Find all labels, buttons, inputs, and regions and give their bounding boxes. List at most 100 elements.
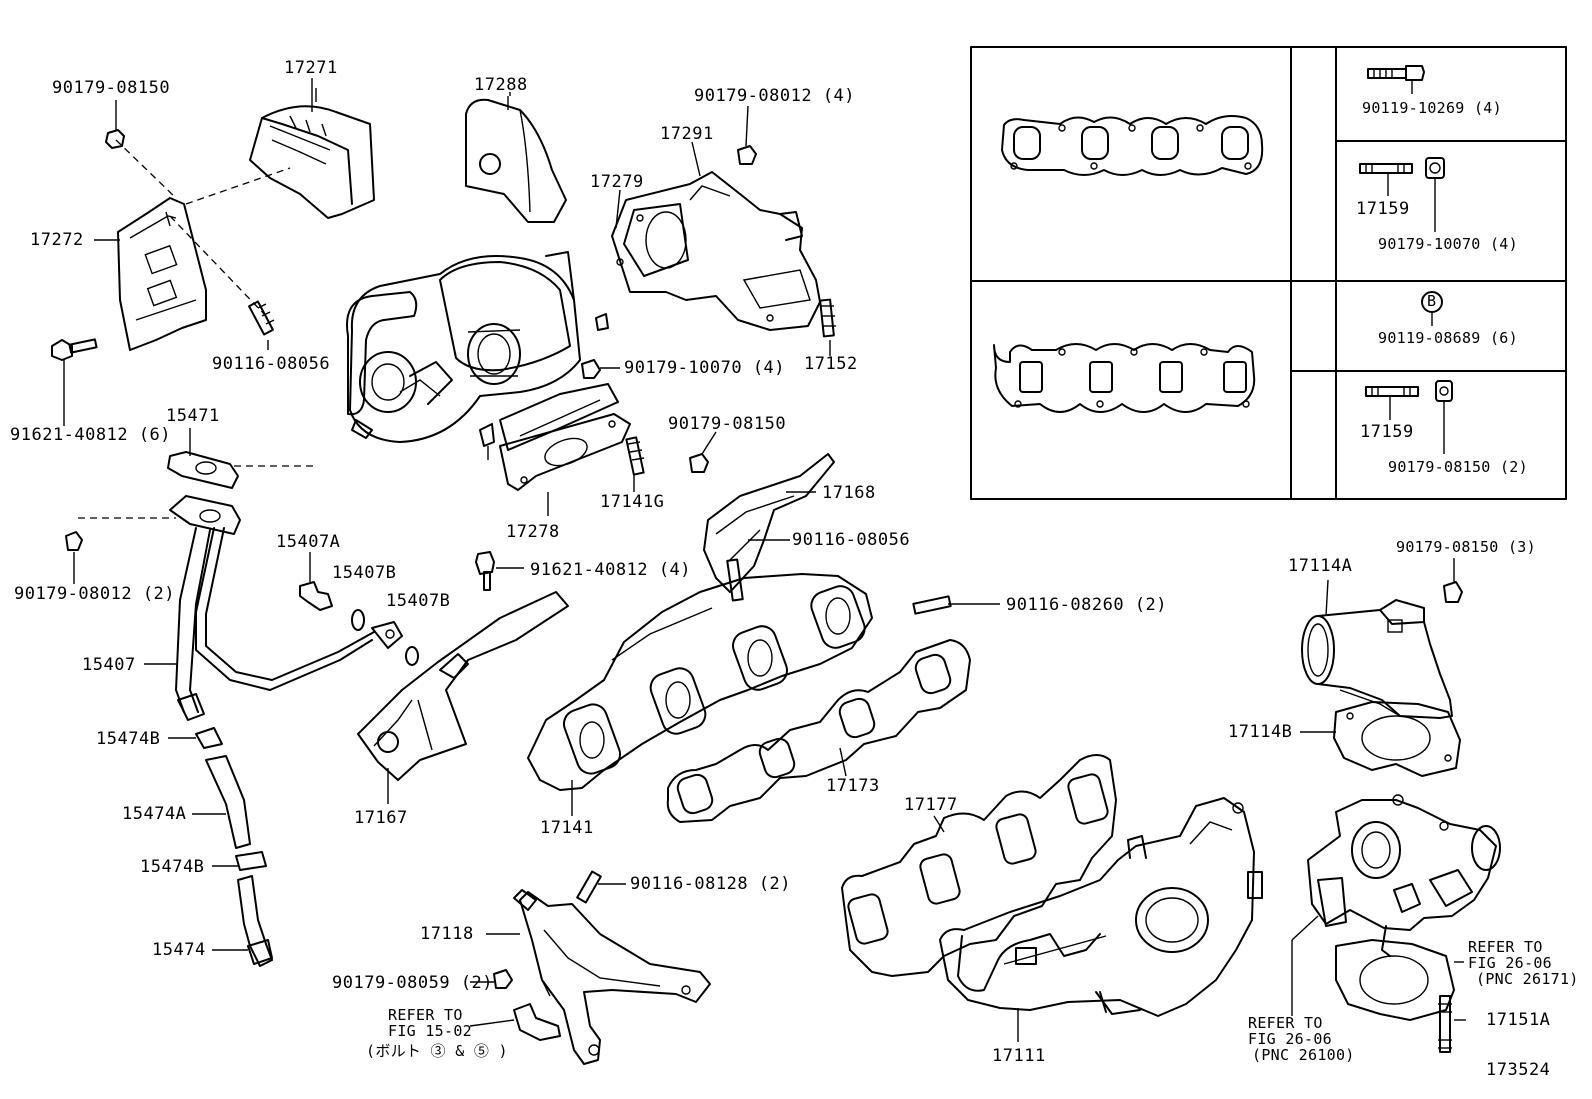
callout-17279: 17279 (590, 172, 644, 192)
oil-hose (205, 755, 251, 849)
turbine-outlet-elbow (611, 171, 821, 331)
inset-stud-icon-2 (1365, 380, 1453, 454)
bracket-17118 (513, 889, 711, 1065)
stud-icon (625, 436, 645, 476)
callout-15474: 15474 (152, 940, 206, 960)
callout-refer-fig-26-06-b-line1: REFER TO (1248, 1014, 1323, 1032)
hose-clamp-icon (195, 727, 223, 749)
callout-15474A: 15474A (122, 804, 187, 824)
nut-icon (65, 531, 83, 551)
hose-clamp-icon (235, 851, 267, 871)
bolt-icon (513, 1003, 561, 1041)
callout-17272: 17272 (30, 230, 84, 250)
callout-refer-fig-26-06-a-line1: REFER TO (1468, 938, 1543, 956)
exhaust-manifold (527, 573, 873, 791)
callout-90179-08059-2: 90179-08059 (2) (332, 973, 494, 993)
inset-callout-90119-08689-6: 90119-08689 (6) (1378, 329, 1518, 347)
gasket-17173 (666, 639, 971, 823)
inset-bolt-icon (1367, 65, 1425, 94)
callout-90179-10070-4: 90179-10070 (4) (624, 358, 786, 378)
callout-90179-08150-mid: 90179-08150 (668, 414, 787, 434)
nut-icon (689, 453, 709, 473)
inset-callout-17159-b: 17159 (1360, 422, 1414, 442)
heat-shield-17288 (465, 92, 567, 223)
heat-insulator-lower (117, 197, 207, 351)
callout-90179-08012-4: 90179-08012 (4) (694, 86, 856, 106)
throttle-body-gasket (1335, 939, 1455, 1021)
callout-17118: 17118 (420, 924, 474, 944)
callout-90116-08056: 90116-08056 (212, 354, 331, 374)
leader-lines (63, 78, 1466, 1042)
heat-insulator-17168 (703, 453, 835, 593)
callout-refer-fig-26-06-a-line3: (PNC 26171) (1476, 970, 1579, 988)
stud-icon (248, 300, 275, 336)
stud-icon (912, 595, 952, 615)
callout-17141G: 17141G (600, 492, 665, 512)
inset-gasket-lower (993, 343, 1256, 413)
callout-15407: 15407 (82, 655, 136, 675)
intake-elbow-17114A (1301, 599, 1453, 719)
callout-91621-40812-4: 91621-40812 (4) (530, 560, 692, 580)
stud-icon (576, 870, 602, 904)
callout-90116-08128-2: 90116-08128 (2) (630, 874, 792, 894)
callout-17141: 17141 (540, 818, 594, 838)
intake-manifold (939, 797, 1263, 1017)
washer-icon (405, 646, 419, 666)
callout-15407B-1: 15407B (332, 563, 397, 583)
callout-90116-08260-2: 90116-08260 (2) (1006, 595, 1168, 615)
heat-insulator-upper (249, 88, 375, 219)
callout-refer-fig-15-02-line1: REFER TO (388, 1006, 463, 1024)
callout-90116-08056-right: 90116-08056 (792, 530, 911, 550)
bolt-icon (51, 338, 98, 361)
nut-icon (581, 359, 601, 379)
callout-15471: 15471 (166, 406, 220, 426)
nut-icon (1443, 581, 1463, 603)
inset-callout-90119-10269-4: 90119-10269 (4) (1362, 99, 1502, 117)
inset-callout-17159-a: 17159 (1356, 199, 1410, 219)
callout-17278: 17278 (506, 522, 560, 542)
callout-17271: 17271 (284, 58, 338, 78)
callout-17152: 17152 (804, 354, 858, 374)
union-bolt-icon (299, 581, 333, 611)
callout-91621-40812-6: 91621-40812 (6) (10, 425, 172, 445)
nut-icon (105, 129, 125, 149)
callout-17168: 17168 (822, 483, 876, 503)
callout-15474B-2: 15474B (140, 857, 205, 877)
callout-17173: 17173 (826, 776, 880, 796)
callout-90179-08012-2: 90179-08012 (2) (14, 584, 176, 604)
gasket-17114B (1333, 701, 1461, 777)
figure-number: 173524 (1486, 1060, 1551, 1080)
inset-gasket-table (970, 46, 1567, 500)
oil-feed-pipe (167, 451, 403, 721)
callout-90179-08150-3: 90179-08150 (3) (1396, 538, 1536, 556)
callout-15474B-1: 15474B (96, 729, 161, 749)
callout-17114A: 17114A (1288, 556, 1353, 576)
washer-icon (351, 609, 365, 631)
callout-17111: 17111 (992, 1046, 1046, 1066)
gasket-17177 (841, 754, 1117, 977)
callout-refer-fig-26-06-a-line2: FIG 26-06 (1468, 954, 1552, 972)
stud-icon (819, 298, 836, 338)
inset-b-marker-label: B (1427, 292, 1437, 310)
inset-gasket-upper (1001, 115, 1264, 176)
stud-icon (1438, 995, 1452, 1053)
callout-17151A: 17151A (1486, 1010, 1551, 1030)
bracket-17167 (357, 591, 569, 781)
callout-17167: 17167 (354, 808, 408, 828)
callout-refer-fig-15-02-line2: FIG 15-02 (388, 1022, 472, 1040)
callout-refer-fig-26-06-b-line2: FIG 26-06 (1248, 1030, 1332, 1048)
callout-17177: 17177 (904, 795, 958, 815)
oil-return-pipe (237, 875, 273, 967)
nut-icon (737, 145, 757, 165)
callout-17114B: 17114B (1228, 722, 1293, 742)
callout-refer-fig-15-02-line3: (ボルト ③ & ⑤ ) (366, 1042, 508, 1060)
callout-15407A: 15407A (276, 532, 341, 552)
nut-icon (493, 969, 513, 989)
callout-refer-fig-26-06-b-line3: (PNC 26100) (1252, 1046, 1355, 1064)
callout-17291: 17291 (660, 124, 714, 144)
inset-callout-90179-10070-4: 90179-10070 (4) (1378, 235, 1518, 253)
inset-callout-90179-08150-2: 90179-08150 (2) (1388, 458, 1528, 476)
inset-stud-icon (1359, 157, 1445, 232)
turbocharger (346, 251, 619, 460)
